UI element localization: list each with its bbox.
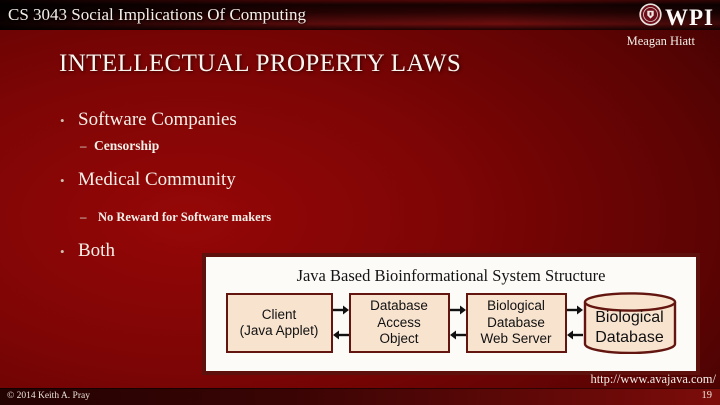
bullet-item: • Software Companies — [60, 107, 480, 133]
footer-band: © 2014 Keith A. Pray 19 — [0, 388, 720, 405]
diagram-node-client: Client (Java Applet) — [225, 293, 333, 353]
page-number: 19 — [701, 390, 713, 401]
bullet-item: • Medical Community — [60, 167, 480, 193]
cylinder-label: Biological Database — [595, 309, 664, 346]
sub-bullet-text: Censorship — [94, 138, 160, 153]
diagram-node-biological-database: Biological Database — [583, 292, 677, 354]
bullet-text: Both — [78, 240, 115, 261]
double-arrow-icon — [332, 293, 349, 353]
diagram-node-database-access-object: Database Access Object — [348, 293, 450, 353]
diagram-title: Java Based Bioinformational System Struc… — [296, 266, 606, 285]
bullet-text: Software Companies — [78, 109, 237, 130]
sub-bullet-item: – No Reward for Software makers — [80, 209, 480, 225]
bullet-marker-icon: • — [60, 113, 65, 128]
sub-bullet-item: – Censorship — [80, 137, 480, 154]
wpi-seal-icon — [639, 3, 662, 31]
wpi-logo-text: WPI — [665, 4, 714, 30]
course-title: CS 3043 Social Implications Of Computing — [8, 5, 306, 24]
sub-bullet-text: No Reward for Software makers — [98, 210, 272, 224]
dash-marker-icon: – — [80, 209, 87, 224]
double-arrow-icon — [449, 293, 466, 353]
bullet-marker-icon: • — [60, 173, 65, 188]
diagram-flow: Client (Java Applet) Database Access Obj… — [206, 292, 696, 354]
dash-marker-icon: – — [80, 138, 87, 153]
database-cylinder-icon — [583, 292, 676, 354]
bullet-text: Medical Community — [78, 169, 236, 190]
slide-title: INTELLECTUAL PROPERTY LAWS — [59, 50, 462, 77]
wpi-logo: WPI — [639, 3, 714, 31]
copyright-text: © 2014 Keith A. Pray — [7, 391, 90, 401]
diagram-node-biological-database-web-server: Biological Database Web Server — [465, 293, 567, 353]
header-bar: CS 3043 Social Implications Of Computing… — [0, 0, 720, 30]
author-name: Meagan Hiatt — [626, 34, 695, 48]
bullet-list: • Software Companies – Censorship • Medi… — [60, 107, 480, 264]
bullet-item: • Both — [60, 238, 480, 264]
bullet-marker-icon: • — [60, 244, 65, 259]
source-url: http://www.avajava.com/ — [590, 372, 716, 386]
diagram-panel: Java Based Bioinformational System Struc… — [202, 253, 700, 375]
double-arrow-icon — [566, 293, 583, 353]
